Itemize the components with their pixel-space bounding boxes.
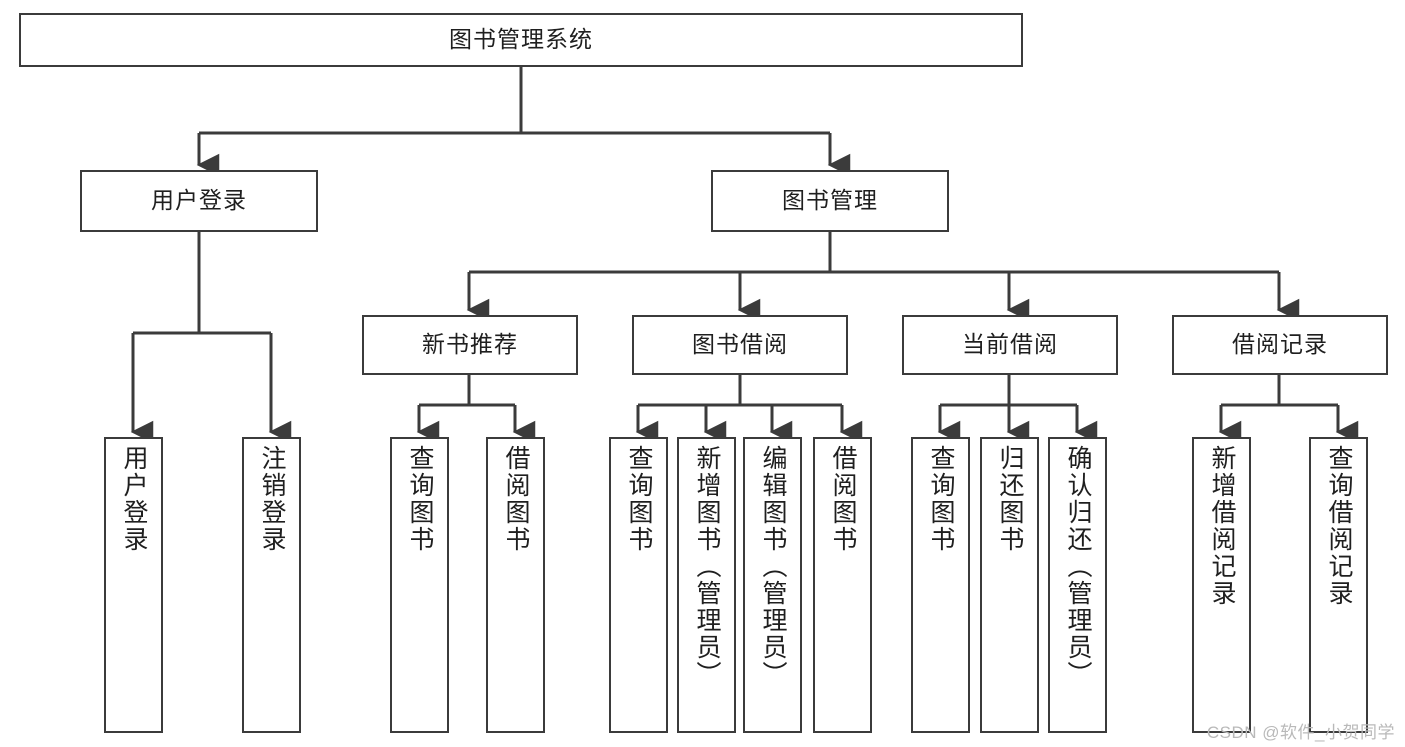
node-label: 归还图书 <box>996 445 1024 553</box>
node-label: 图书借阅 <box>692 331 788 358</box>
node-label: 查询图书 <box>625 445 653 553</box>
node-leaf-add-book-admin[interactable]: 新增图书（管理员） <box>677 437 736 733</box>
node-book-borrow[interactable]: 图书借阅 <box>632 315 848 375</box>
node-book-management[interactable]: 图书管理 <box>711 170 949 232</box>
node-leaf-borrow-book-new[interactable]: 借阅图书 <box>486 437 545 733</box>
node-leaf-query-book-borrow[interactable]: 查询图书 <box>609 437 668 733</box>
node-label: 新书推荐 <box>422 331 518 358</box>
node-leaf-add-borrow-record[interactable]: 新增借阅记录 <box>1192 437 1251 733</box>
node-label: 图书管理系统 <box>449 26 593 53</box>
node-label: 借阅图书 <box>829 445 857 553</box>
node-leaf-query-borrow-record[interactable]: 查询借阅记录 <box>1309 437 1368 733</box>
node-user-login[interactable]: 用户登录 <box>80 170 318 232</box>
node-label: 新增借阅记录 <box>1208 445 1236 607</box>
node-label: 借阅图书 <box>502 445 530 553</box>
node-label: 用户登录 <box>120 445 148 553</box>
node-label: 查询图书 <box>406 445 434 553</box>
node-root-book-management-system[interactable]: 图书管理系统 <box>19 13 1023 67</box>
node-leaf-query-book-new[interactable]: 查询图书 <box>390 437 449 733</box>
node-leaf-borrow-book[interactable]: 借阅图书 <box>813 437 872 733</box>
node-leaf-logout[interactable]: 注销登录 <box>242 437 301 733</box>
node-leaf-edit-book-admin[interactable]: 编辑图书（管理员） <box>743 437 802 733</box>
node-label: 编辑图书（管理员） <box>759 445 787 688</box>
node-label: 用户登录 <box>151 187 247 214</box>
node-leaf-user-login[interactable]: 用户登录 <box>104 437 163 733</box>
csdn-watermark: CSDN @软件_小贺同学 <box>1206 723 1395 742</box>
node-label: 查询图书 <box>927 445 955 553</box>
node-label: 当前借阅 <box>962 331 1058 358</box>
node-current-borrow[interactable]: 当前借阅 <box>902 315 1118 375</box>
node-label: 新增图书（管理员） <box>693 445 721 688</box>
node-label: 注销登录 <box>258 445 286 553</box>
node-leaf-confirm-return-admin[interactable]: 确认归还（管理员） <box>1048 437 1107 733</box>
node-label: 确认归还（管理员） <box>1064 445 1092 688</box>
node-leaf-query-book-current[interactable]: 查询图书 <box>911 437 970 733</box>
node-new-book-recommend[interactable]: 新书推荐 <box>362 315 578 375</box>
node-borrow-record[interactable]: 借阅记录 <box>1172 315 1388 375</box>
node-label: 查询借阅记录 <box>1325 445 1353 607</box>
node-leaf-return-book[interactable]: 归还图书 <box>980 437 1039 733</box>
node-label: 借阅记录 <box>1232 331 1328 358</box>
node-label: 图书管理 <box>782 187 878 214</box>
